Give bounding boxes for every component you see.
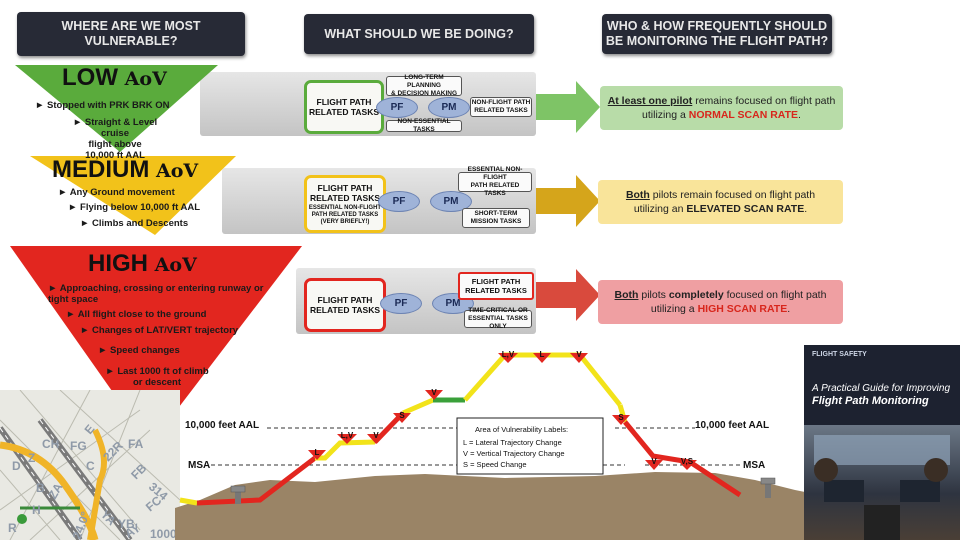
- map-label-fg: FG: [70, 439, 87, 453]
- low-non-flight-path-tasks: NON-FLIGHT PATH RELATED TASKS: [470, 97, 532, 117]
- marker-vs: V,S: [681, 457, 694, 466]
- high-flight-path-box: FLIGHT PATH RELATED TASKS: [458, 272, 534, 300]
- high-triangle: [10, 246, 302, 445]
- high-result: Both pilots completely focused on flight…: [598, 280, 843, 324]
- low-pf-badge: PF: [376, 97, 418, 118]
- control-tower-right: [760, 477, 776, 498]
- marker-s-2: S: [618, 413, 624, 422]
- cover-brand: FLIGHT SAFETY: [812, 351, 867, 358]
- low-triangle: [15, 65, 218, 152]
- flight-profile: L,V L V V S L,V V L S V V,S 10,000 feet …: [175, 350, 805, 540]
- high-flight-path-tasks: FLIGHT PATH RELATED TASKS: [304, 278, 386, 332]
- low-title: LOW AoV: [62, 64, 167, 91]
- map-label-r: R: [8, 521, 17, 535]
- high-pf-badge: PF: [380, 293, 422, 314]
- high-item-4: ► Speed changes: [98, 345, 180, 356]
- high-arrow: [536, 269, 600, 321]
- legend-s: S = Speed Change: [463, 460, 527, 469]
- terrain: [175, 472, 805, 540]
- low-flight-path-tasks: FLIGHT PATH RELATED TASKS: [304, 80, 384, 134]
- marker-l-2: L: [540, 350, 545, 359]
- high-title: HIGH AoV: [88, 250, 197, 277]
- low-item-2: ► Straight & Level cruise flight above 1…: [72, 117, 158, 161]
- low-long-term-planning: LONG-TERM PLANNING & DECISION MAKING: [386, 74, 462, 97]
- medium-item-3: ► Climbs and Descents: [80, 218, 189, 229]
- marker-v-1: V: [373, 431, 379, 440]
- label-msa-right: MSA: [743, 460, 765, 471]
- medium-fp-sub: ESSENTIAL NON-FLIGHT PATH RELATED TASKS …: [308, 204, 382, 225]
- map-label-h: H: [32, 503, 41, 517]
- map-label-ay: AY: [123, 521, 143, 540]
- medium-title: MEDIUM AoV: [52, 156, 199, 183]
- medium-item-2: ► Flying below 10,000 ft AAL: [68, 202, 201, 213]
- legend-title: Area of Vulnerability Labels:: [475, 425, 568, 434]
- map-label-fa: FA: [128, 437, 144, 451]
- header-where-vulnerable: WHERE ARE WE MOST VULNERABLE?: [17, 12, 245, 56]
- map-label-ch: CH: [42, 437, 59, 451]
- label-10000-left: 10,000 feet AAL: [185, 420, 259, 431]
- vulnerability-markers: L,V L V V S L,V V L S V V,S: [308, 350, 697, 470]
- legend-l: L = Lateral Trajectory Change: [463, 438, 562, 447]
- label-msa-left: MSA: [188, 460, 210, 471]
- marker-lv-2: L,V: [502, 350, 515, 359]
- cockpit-icon: [814, 435, 950, 540]
- medium-flight-path-tasks: FLIGHT PATH RELATED TASKS ESSENTIAL NON-…: [304, 175, 386, 233]
- medium-result: Both pilots remain focused on flight pat…: [598, 180, 843, 224]
- aov-triangles: [10, 65, 302, 445]
- marker-v-3: V: [576, 350, 582, 359]
- low-result: At least one pilot remains focused on fl…: [600, 86, 843, 130]
- marker-v-4: V: [651, 457, 657, 466]
- map-label-b: B: [36, 481, 45, 495]
- low-item-1: ► Stopped with PRK BRK ON: [35, 100, 170, 111]
- label-10000-right: 10,000 feet AAL: [695, 420, 769, 431]
- medium-item-1: ► Any Ground movement: [58, 187, 175, 198]
- low-non-essential-tasks: NON-ESSENTIAL TASKS: [386, 118, 462, 133]
- medium-pf-badge: PF: [378, 191, 420, 212]
- medium-essential-non-flight: ESSENTIAL NON-FLIGHT PATH RELATED TASKS: [458, 166, 532, 197]
- map-label-d: D: [12, 459, 21, 473]
- header-who-monitoring: WHO & HOW FREQUENTLY SHOULD BE MONITORIN…: [602, 14, 832, 54]
- legend-v: V = Vertical Trajectory Change: [463, 449, 565, 458]
- marker-l-1: L: [315, 448, 320, 457]
- map-label-z: Z: [28, 451, 35, 465]
- medium-short-term-mission: SHORT-TERM MISSION TASKS: [462, 208, 530, 228]
- map-label-c: C: [86, 459, 95, 473]
- header-what-doing: WHAT SHOULD WE BE DOING?: [304, 14, 534, 54]
- airport-map: CH E FA 22R FB FC 314 YA 24.0° ZA Z D B …: [0, 390, 180, 540]
- high-item-5: ► Last 1000 ft of climb or descent: [105, 366, 209, 388]
- legend-box: [456, 417, 604, 475]
- medium-triangle: [30, 156, 236, 235]
- high-item-1: ► Approaching, crossing or entering runw…: [48, 283, 264, 305]
- low-arrow: [536, 81, 600, 133]
- map-label-1000: 1000: [150, 527, 177, 540]
- marker-s-1: S: [399, 411, 405, 420]
- map-label-yb: YB: [118, 517, 135, 531]
- high-item-3: ► Changes of LAT/VERT trajectory: [80, 325, 239, 336]
- medium-pm-badge: PM: [430, 191, 472, 212]
- marker-v-2: V: [431, 388, 437, 397]
- medium-arrow: [536, 175, 600, 227]
- medium-fp-label: FLIGHT PATH RELATED TASKS: [309, 182, 381, 203]
- result-arrows: [536, 81, 600, 321]
- control-tower-left: [230, 485, 246, 504]
- low-pm-badge: PM: [428, 97, 470, 118]
- marker-lv-1: L,V: [341, 431, 354, 440]
- guide-cover: FLIGHT SAFETY A Practical Guide for Impr…: [804, 345, 960, 540]
- high-item-2: ► All flight close to the ground: [66, 309, 207, 320]
- high-time-critical-box: TIME-CRITICAL OR ESSENTIAL TASKS ONLY: [464, 307, 532, 330]
